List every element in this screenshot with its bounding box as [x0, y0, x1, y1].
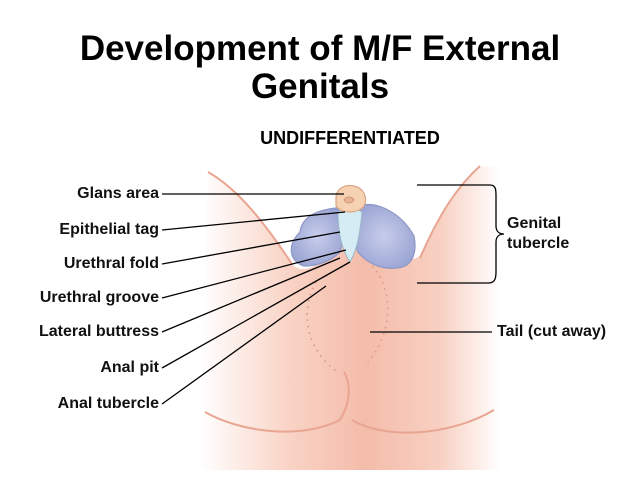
left-contour — [207, 171, 293, 265]
label-tail-cut-away: Tail (cut away) — [497, 323, 607, 340]
right-contour — [419, 165, 481, 259]
right-buttock-curve — [351, 409, 495, 434]
label-lateral-buttress: Lateral buttress — [38, 323, 159, 340]
page-title: Development of M/F External Genitals — [79, 29, 561, 106]
label-urethral-fold: Urethral fold — [63, 255, 159, 272]
label-anal-pit: Anal pit — [100, 359, 159, 376]
label-urethral-groove: Urethral groove — [39, 289, 159, 306]
label-epithelial-tag: Epithelial tag — [59, 221, 159, 238]
label-glans-area: Glans area — [77, 185, 159, 202]
body-silhouette — [200, 166, 500, 470]
leader-lines — [161, 184, 505, 405]
epithelial-tag-shape — [343, 196, 355, 204]
diagram-subtitle: UNDIFFERENTIATED — [260, 128, 440, 148]
label-anal-tubercle: Anal tubercle — [57, 395, 159, 412]
label-genital-tubercle: Genital tubercle — [507, 215, 570, 252]
left-buttock-curve — [204, 371, 350, 433]
